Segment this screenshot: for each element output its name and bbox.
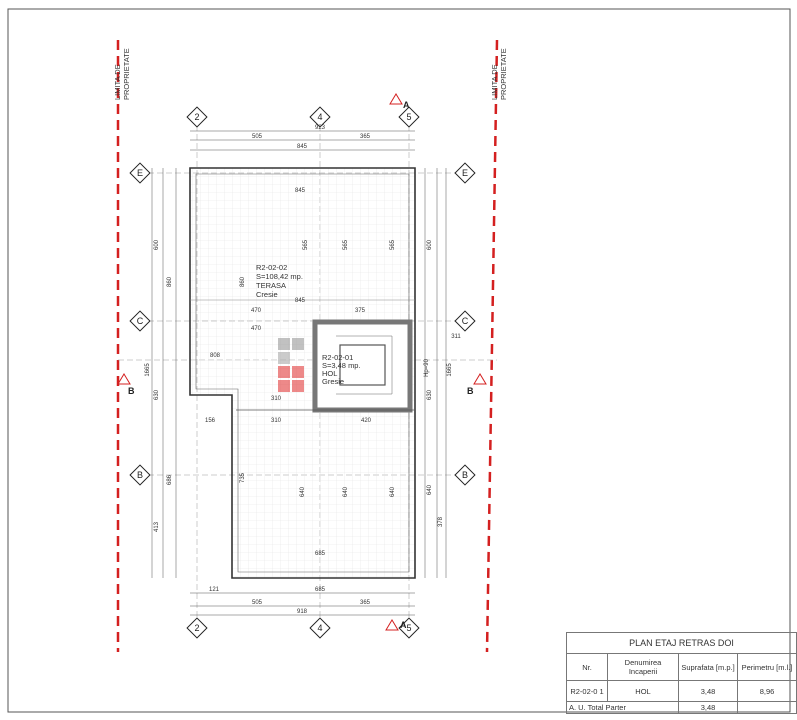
total-area: 3,48 <box>678 701 738 714</box>
dim-right: 640 <box>427 484 433 495</box>
dim-inner: 310 <box>271 418 282 424</box>
dim-inner: 156 <box>205 418 216 424</box>
dim-right: 378 <box>438 516 444 527</box>
table-title: PLAN ETAJ RETRAS DOI <box>566 632 797 654</box>
property-label-right-1: LIMITA DE <box>490 64 499 100</box>
dim-inner: 420 <box>361 418 372 424</box>
dim-inner: 845 <box>295 188 306 194</box>
dim-bottom-inner: 685 <box>315 587 326 593</box>
dim-inner: 565 <box>303 239 309 250</box>
header-nr: Nr. <box>566 653 608 681</box>
drawing-frame <box>7 8 791 713</box>
dim-bottom-small: 121 <box>209 587 220 593</box>
dim-right: 630 <box>427 389 433 400</box>
dim-inner: 845 <box>295 298 306 304</box>
section-a-top: A <box>403 100 410 110</box>
axis-2-top: 2 <box>194 112 199 122</box>
room-terrace-area: S=108,42 mp. <box>256 272 303 281</box>
cell-area: 3,48 <box>678 680 738 702</box>
dim-inner: 310 <box>271 396 282 402</box>
dim-inner: 470 <box>251 326 262 332</box>
dim-inner: Hp=90 <box>424 358 430 377</box>
dim-left: 413 <box>154 521 160 532</box>
axis-c-right: C <box>462 316 469 326</box>
room-hall-code: R2-02-01 <box>322 353 353 362</box>
dim-bottom-a: 505 <box>252 600 263 606</box>
property-label-left-2: PROPRIETATE <box>122 48 131 100</box>
dim-right: 1665 <box>447 363 453 377</box>
axis-b-left: B <box>137 470 143 480</box>
dim-top-total: 923 <box>315 125 326 131</box>
table-total-row: A. U. Total Parter 3,48 <box>566 701 797 714</box>
dim-left: 1665 <box>145 363 151 377</box>
dim-inner: 375 <box>355 308 366 314</box>
dim-top-b: 365 <box>360 134 371 140</box>
table-row: R2-02-0 1 HOL 3,48 8,96 <box>566 680 797 702</box>
axis-5-bottom: 5 <box>406 623 411 633</box>
axis-4-bottom: 4 <box>317 623 322 633</box>
watermark-logo <box>278 338 304 392</box>
dim-inner: 640 <box>343 486 349 497</box>
dim-inner: 735 <box>240 472 246 483</box>
axis-e-left: E <box>137 168 143 178</box>
room-terrace-name: TERASA <box>256 281 286 290</box>
room-terrace-code: R2-02-02 <box>256 263 287 272</box>
dim-left: 600 <box>154 239 160 250</box>
room-hall-area: S=3,48 mp. <box>322 361 361 370</box>
dim-inner: 565 <box>343 239 349 250</box>
dim-left: 860 <box>167 276 173 287</box>
stair-void <box>339 344 386 386</box>
dim-bottom-b: 365 <box>360 600 371 606</box>
dim-top-inner: 845 <box>297 144 308 150</box>
dim-inner: 685 <box>315 551 326 557</box>
total-empty <box>737 701 797 714</box>
room-terrace-finish: Cresie <box>256 290 278 299</box>
dim-inner: 808 <box>210 353 221 359</box>
dim-top-a: 505 <box>252 134 263 140</box>
cell-name: HOL <box>607 680 679 702</box>
header-name: Denumirea Incaperii <box>607 653 679 681</box>
dim-inner: 640 <box>390 486 396 497</box>
property-label-left-1: LIMITA DE <box>113 64 122 100</box>
section-a-bottom: A <box>400 620 407 630</box>
property-line-right <box>485 39 499 653</box>
header-perimeter: Perimetru [m.l.] <box>737 653 797 681</box>
cell-perimeter: 8,96 <box>737 680 797 702</box>
dim-right: 311 <box>451 334 461 340</box>
room-hall-finish: Gresie <box>322 377 344 386</box>
dim-inner: 470 <box>251 308 262 314</box>
section-b-left: B <box>128 386 135 396</box>
dim-right: 600 <box>427 239 433 250</box>
axis-e-right: E <box>462 168 468 178</box>
dim-left: 686 <box>167 474 173 485</box>
header-area: Suprafata [m.p.] <box>678 653 738 681</box>
axis-2-bottom: 2 <box>194 623 199 633</box>
dim-inner: 565 <box>390 239 396 250</box>
total-label: A. U. Total Parter <box>566 701 679 714</box>
dim-left: 630 <box>154 389 160 400</box>
property-label-right-2: PROPRIETATE <box>499 48 508 100</box>
dim-inner: 860 <box>240 276 246 287</box>
axis-b-right: B <box>462 470 468 480</box>
dim-bottom-total: 918 <box>297 609 308 615</box>
dim-inner: 640 <box>300 486 306 497</box>
room-schedule-table: PLAN ETAJ RETRAS DOI Nr. Denumirea Incap… <box>566 632 797 714</box>
cell-nr: R2-02-0 1 <box>566 680 608 702</box>
axis-5-top: 5 <box>406 112 411 122</box>
axis-4-top: 4 <box>317 112 322 122</box>
room-hall-name: HOL <box>322 369 337 378</box>
section-b-right: B <box>467 386 474 396</box>
axis-c-left: C <box>137 316 144 326</box>
